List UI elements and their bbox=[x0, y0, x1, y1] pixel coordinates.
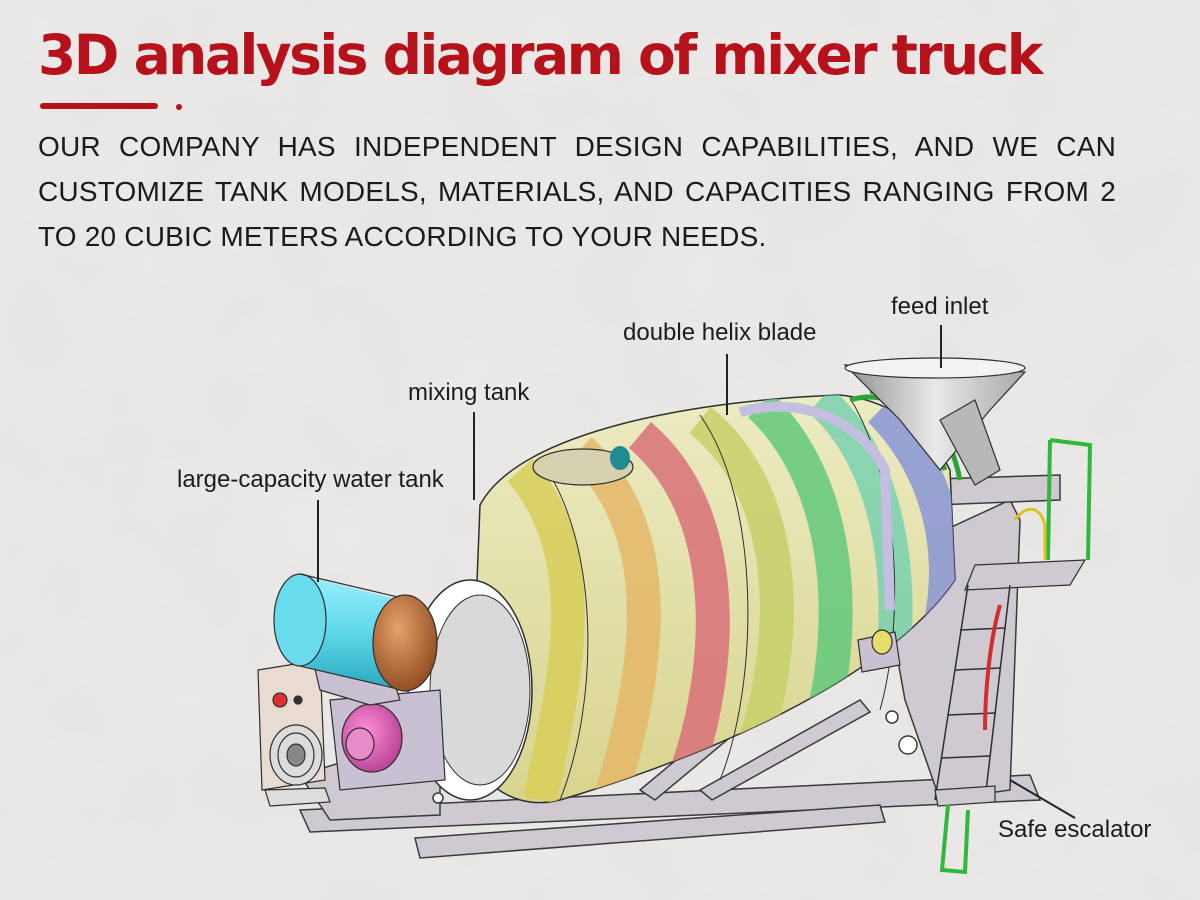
mixing-tank-drum bbox=[469, 387, 963, 804]
callout-water-tank: large-capacity water tank bbox=[177, 466, 444, 493]
callout-safe-escalator: Safe escalator bbox=[998, 816, 1152, 843]
safe-escalator bbox=[934, 438, 1093, 875]
callout-helix-blade: double helix blade bbox=[623, 319, 817, 346]
callout-feed-inlet: feed inlet bbox=[891, 293, 989, 320]
title-underline-dot bbox=[176, 104, 182, 110]
water-tank bbox=[273, 573, 438, 706]
page-description: OUR COMPANY HAS INDEPENDENT DESIGN CAPAB… bbox=[38, 131, 1116, 252]
callout-leader-lines bbox=[317, 325, 1076, 819]
title-underline bbox=[40, 103, 158, 109]
page-title: 3D analysis diagram of mixer truck bbox=[38, 23, 1043, 87]
reducer-gearbox bbox=[329, 689, 446, 791]
callout-mixing-tank: mixing tank bbox=[408, 379, 530, 406]
support-roller bbox=[857, 629, 901, 673]
control-box bbox=[257, 659, 331, 807]
feed-hopper bbox=[843, 357, 1027, 486]
